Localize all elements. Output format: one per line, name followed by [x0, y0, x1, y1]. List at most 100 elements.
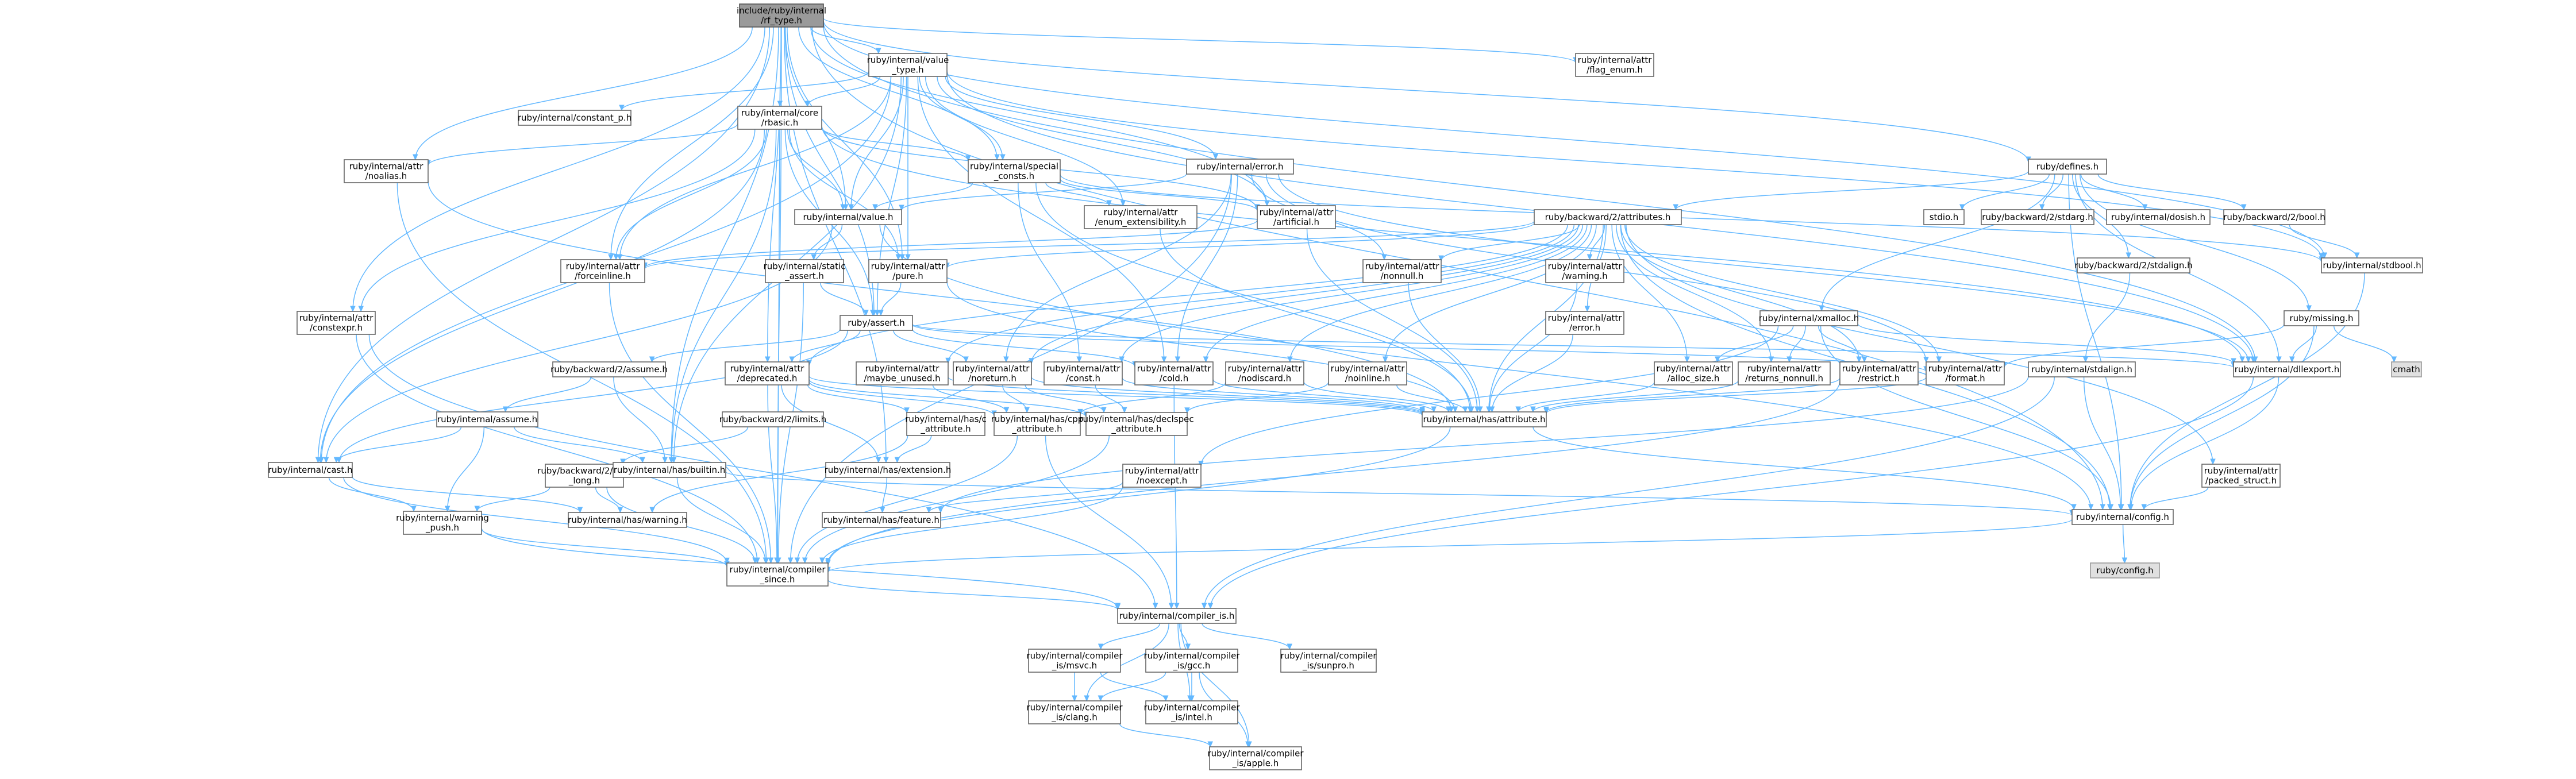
node-is-sunpro[interactable]: ruby/internal/compiler_is/sunpro.h — [1280, 649, 1377, 673]
edge-has_c_attr-to-has_extension — [896, 435, 932, 463]
node-noreturn[interactable]: ruby/internal/attr/noreturn.h — [953, 361, 1032, 385]
node-dllexport[interactable]: ruby/internal/dllexport.h — [2233, 361, 2341, 377]
node-has-feature[interactable]: ruby/internal/has/feature.h — [822, 512, 941, 528]
node-label: /enum_extensibility.h — [1095, 217, 1187, 228]
node-defines[interactable]: ruby/defines.h — [2028, 159, 2107, 175]
arrowhead-attributes-to-cold — [1203, 356, 1209, 363]
node-xmalloc[interactable]: ruby/internal/xmalloc.h — [1759, 310, 1859, 326]
node-constexpr[interactable]: ruby/internal/attr/constexpr.h — [297, 311, 376, 335]
node-label: _is/clang.h — [1051, 712, 1097, 723]
node-special-consts[interactable]: ruby/internal/special_consts.h — [968, 159, 1061, 183]
node-noexcept[interactable]: ruby/internal/attr/noexcept.h — [1122, 464, 1202, 488]
node-is-gcc[interactable]: ruby/internal/compiler_is/gcc.h — [1143, 649, 1240, 673]
node-nonnull[interactable]: ruby/internal/attr/nonnull.h — [1362, 259, 1442, 283]
edge-artificial-to-forceinline — [644, 219, 1258, 268]
node-has-declspec[interactable]: ruby/internal/has/declspec_attribute.h — [1079, 412, 1194, 436]
edge-attributes-to-packed_struct — [1626, 224, 2213, 465]
node-cmath[interactable]: cmath — [2391, 361, 2422, 377]
node-box — [1145, 649, 1238, 673]
node-pure[interactable]: ruby/internal/attr/pure.h — [868, 259, 948, 283]
edge-root-to-constexpr — [352, 26, 765, 312]
node-noinline[interactable]: ruby/internal/attr/noinline.h — [1328, 361, 1407, 385]
node-packed-struct[interactable]: ruby/internal/attr/packed_struct.h — [2201, 464, 2281, 488]
node-has-cpp-attr[interactable]: ruby/internal/has/cpp_attribute.h — [991, 412, 1084, 436]
node-warning-h[interactable]: ruby/internal/attr/warning.h — [1545, 259, 1624, 283]
arrowhead-value_type-to-enum_ext — [1120, 200, 1126, 207]
node-assert[interactable]: ruby/assert.h — [840, 315, 913, 331]
edge-attributes-to-const_ — [1121, 224, 1584, 362]
edge-error-to-cold — [1177, 173, 1238, 362]
edge-has_attribute-to-config — [1532, 426, 2074, 510]
node-restrict[interactable]: ruby/internal/attr/restrict.h — [1839, 361, 1919, 385]
node-compiler-since[interactable]: ruby/internal/compiler_since.h — [726, 562, 829, 587]
node-flag-enum[interactable]: ruby/internal/attr/flag_enum.h — [1575, 53, 1654, 77]
arrowhead-error-to-nonnull — [1381, 254, 1387, 261]
node-config[interactable]: ruby/internal/config.h — [2071, 509, 2174, 525]
node-attr-error[interactable]: ruby/internal/attr/error.h — [1545, 311, 1624, 335]
node-is-msvc[interactable]: ruby/internal/compiler_is/msvc.h — [1026, 649, 1123, 673]
node-deprecated[interactable]: ruby/internal/attr/deprecated.h — [725, 361, 810, 385]
node-returns-nonnull[interactable]: ruby/internal/attr/returns_nonnull.h — [1738, 361, 1831, 385]
node-assume-b[interactable]: ruby/backward/2/assume.h — [550, 361, 668, 377]
node-maybe-unused[interactable]: ruby/internal/attr/maybe_unused.h — [856, 361, 949, 385]
node-format[interactable]: ruby/internal/attr/format.h — [1926, 361, 2005, 385]
node-box — [268, 462, 353, 478]
node-is-clang[interactable]: ruby/internal/compiler_is/clang.h — [1026, 700, 1123, 724]
node-limits[interactable]: ruby/backward/2/limits.h — [719, 411, 826, 427]
node-value[interactable]: ruby/internal/value.h — [794, 209, 902, 225]
node-assume[interactable]: ruby/internal/assume.h — [436, 411, 538, 427]
node-attributes[interactable]: ruby/backward/2/attributes.h — [1534, 209, 1682, 225]
node-root[interactable]: include/ruby/internal/rf_type.h — [737, 3, 826, 28]
node-label: ruby/internal/constant_p.h — [518, 113, 632, 124]
node-warning-push[interactable]: ruby/internal/warning_push.h — [396, 511, 489, 535]
node-is-apple[interactable]: ruby/internal/compiler_is/apple.h — [1207, 746, 1304, 770]
arrowhead-nonnull-to-has_attribute — [1477, 406, 1483, 413]
node-stdbool[interactable]: ruby/internal/stdbool.h — [2321, 257, 2423, 273]
arrowhead-attributes-to-format — [1936, 356, 1942, 363]
arrowhead-packed_struct-to-config — [2141, 504, 2147, 511]
node-compiler-is[interactable]: ruby/internal/compiler_is.h — [1117, 608, 1237, 624]
node-label: ruby/internal/compiler_is.h — [1119, 611, 1235, 622]
arrowhead-noinline-to-has_declspec — [1184, 407, 1190, 414]
arrowhead-value_type-to-constant_p — [619, 105, 625, 111]
node-forceinline[interactable]: ruby/internal/attr/forceinline.h — [560, 259, 645, 283]
node-constant-p[interactable]: ruby/internal/constant_p.h — [518, 110, 632, 126]
node-label: ruby/internal/has/warning.h — [568, 515, 687, 525]
node-missing[interactable]: ruby/missing.h — [2284, 310, 2359, 326]
edge-assert-to-deprecated — [791, 330, 861, 362]
node-has-builtin[interactable]: ruby/internal/has/builtin.h — [613, 462, 726, 478]
node-rbasic[interactable]: ruby/internal/core/rbasic.h — [737, 106, 822, 130]
edge-rbasic-to-pure — [788, 129, 899, 260]
node-enum-ext[interactable]: ruby/internal/attr/enum_extensibility.h — [1084, 205, 1197, 229]
node-stdarg[interactable]: ruby/backward/2/stdarg.h — [1981, 209, 2094, 225]
node-has-extension[interactable]: ruby/internal/has/extension.h — [825, 462, 952, 478]
node-has-c-attr[interactable]: ruby/internal/has/c_attribute.h — [905, 412, 987, 436]
edge-assume-to-has_builtin — [514, 426, 643, 463]
edge-rbasic-to-cast — [319, 129, 765, 463]
node-config-h[interactable]: ruby/config.h — [2090, 562, 2160, 579]
node-is-intel[interactable]: ruby/internal/compiler_is/intel.h — [1143, 700, 1240, 724]
edge-restrict-to-compiler_since — [827, 380, 1840, 565]
node-has-warning[interactable]: ruby/internal/has/warning.h — [568, 512, 687, 528]
node-noalias[interactable]: ruby/internal/attr/noalias.h — [344, 159, 429, 183]
node-long-long[interactable]: ruby/backward/2/long_long.h — [537, 464, 632, 488]
arrowhead-value_type-to-stdbool — [2319, 253, 2324, 260]
node-artificial[interactable]: ruby/internal/attr/artificial.h — [1257, 205, 1336, 229]
node-stdalign-i[interactable]: ruby/internal/stdalign.h — [2028, 361, 2136, 377]
node-dosish[interactable]: ruby/internal/dosish.h — [2106, 209, 2211, 225]
node-label: ruby/internal/has/declspec — [1079, 414, 1193, 425]
node-stdio[interactable]: stdio.h — [1923, 209, 1965, 225]
node-label: ruby/backward/2/assume.h — [550, 364, 668, 375]
node-const[interactable]: ruby/internal/attr/const.h — [1044, 361, 1123, 385]
node-cast[interactable]: ruby/internal/cast.h — [268, 462, 353, 478]
node-has-attribute[interactable]: ruby/internal/has/attribute.h — [1422, 411, 1547, 427]
arrowhead-noexcept-to-has_feature — [926, 507, 932, 514]
node-stdalign-b[interactable]: ruby/backward/2/stdalign.h — [2074, 257, 2193, 273]
node-alloc-size[interactable]: ruby/internal/attr/alloc_size.h — [1654, 361, 1733, 385]
node-nodiscard[interactable]: ruby/internal/attr/nodiscard.h — [1225, 361, 1304, 385]
node-value-type[interactable]: ruby/internal/value_type.h — [867, 53, 949, 77]
node-error[interactable]: ruby/internal/error.h — [1186, 159, 1294, 175]
node-bool[interactable]: ruby/backward/2/bool.h — [2223, 209, 2325, 225]
node-cold[interactable]: ruby/internal/attr/cold.h — [1134, 361, 1214, 385]
node-static-assert[interactable]: ruby/internal/static_assert.h — [764, 259, 846, 283]
